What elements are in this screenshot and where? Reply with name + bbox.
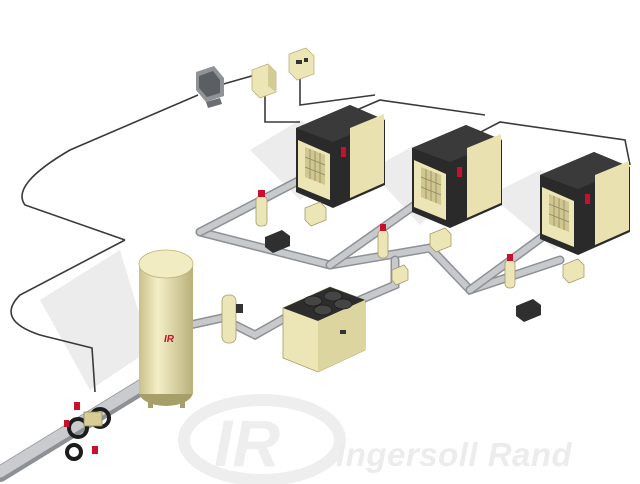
- dryer-icon[interactable]: [282, 286, 366, 373]
- sequencer-box-icon[interactable]: [288, 47, 315, 81]
- drain-monitors: [265, 230, 541, 322]
- drain-traps: [304, 201, 585, 286]
- tank-brand-badge: IR: [164, 334, 174, 345]
- filter-icon[interactable]: [221, 190, 516, 344]
- watermark-monogram: IR: [214, 406, 280, 480]
- valve-icon[interactable]: [64, 402, 111, 461]
- receiver-tank-icon[interactable]: [138, 249, 194, 408]
- controller-box-icon[interactable]: [251, 63, 277, 99]
- watermark-logo: IR: [178, 394, 346, 484]
- main-header-pipe: [0, 374, 158, 482]
- compressor-unit-1[interactable]: [296, 105, 385, 208]
- compressor-unit-2[interactable]: [412, 125, 502, 228]
- watermark-brand-name: Ingersoll Rand: [336, 436, 573, 473]
- computer-monitor-icon[interactable]: [196, 66, 224, 108]
- compressor-unit-3[interactable]: [540, 152, 630, 255]
